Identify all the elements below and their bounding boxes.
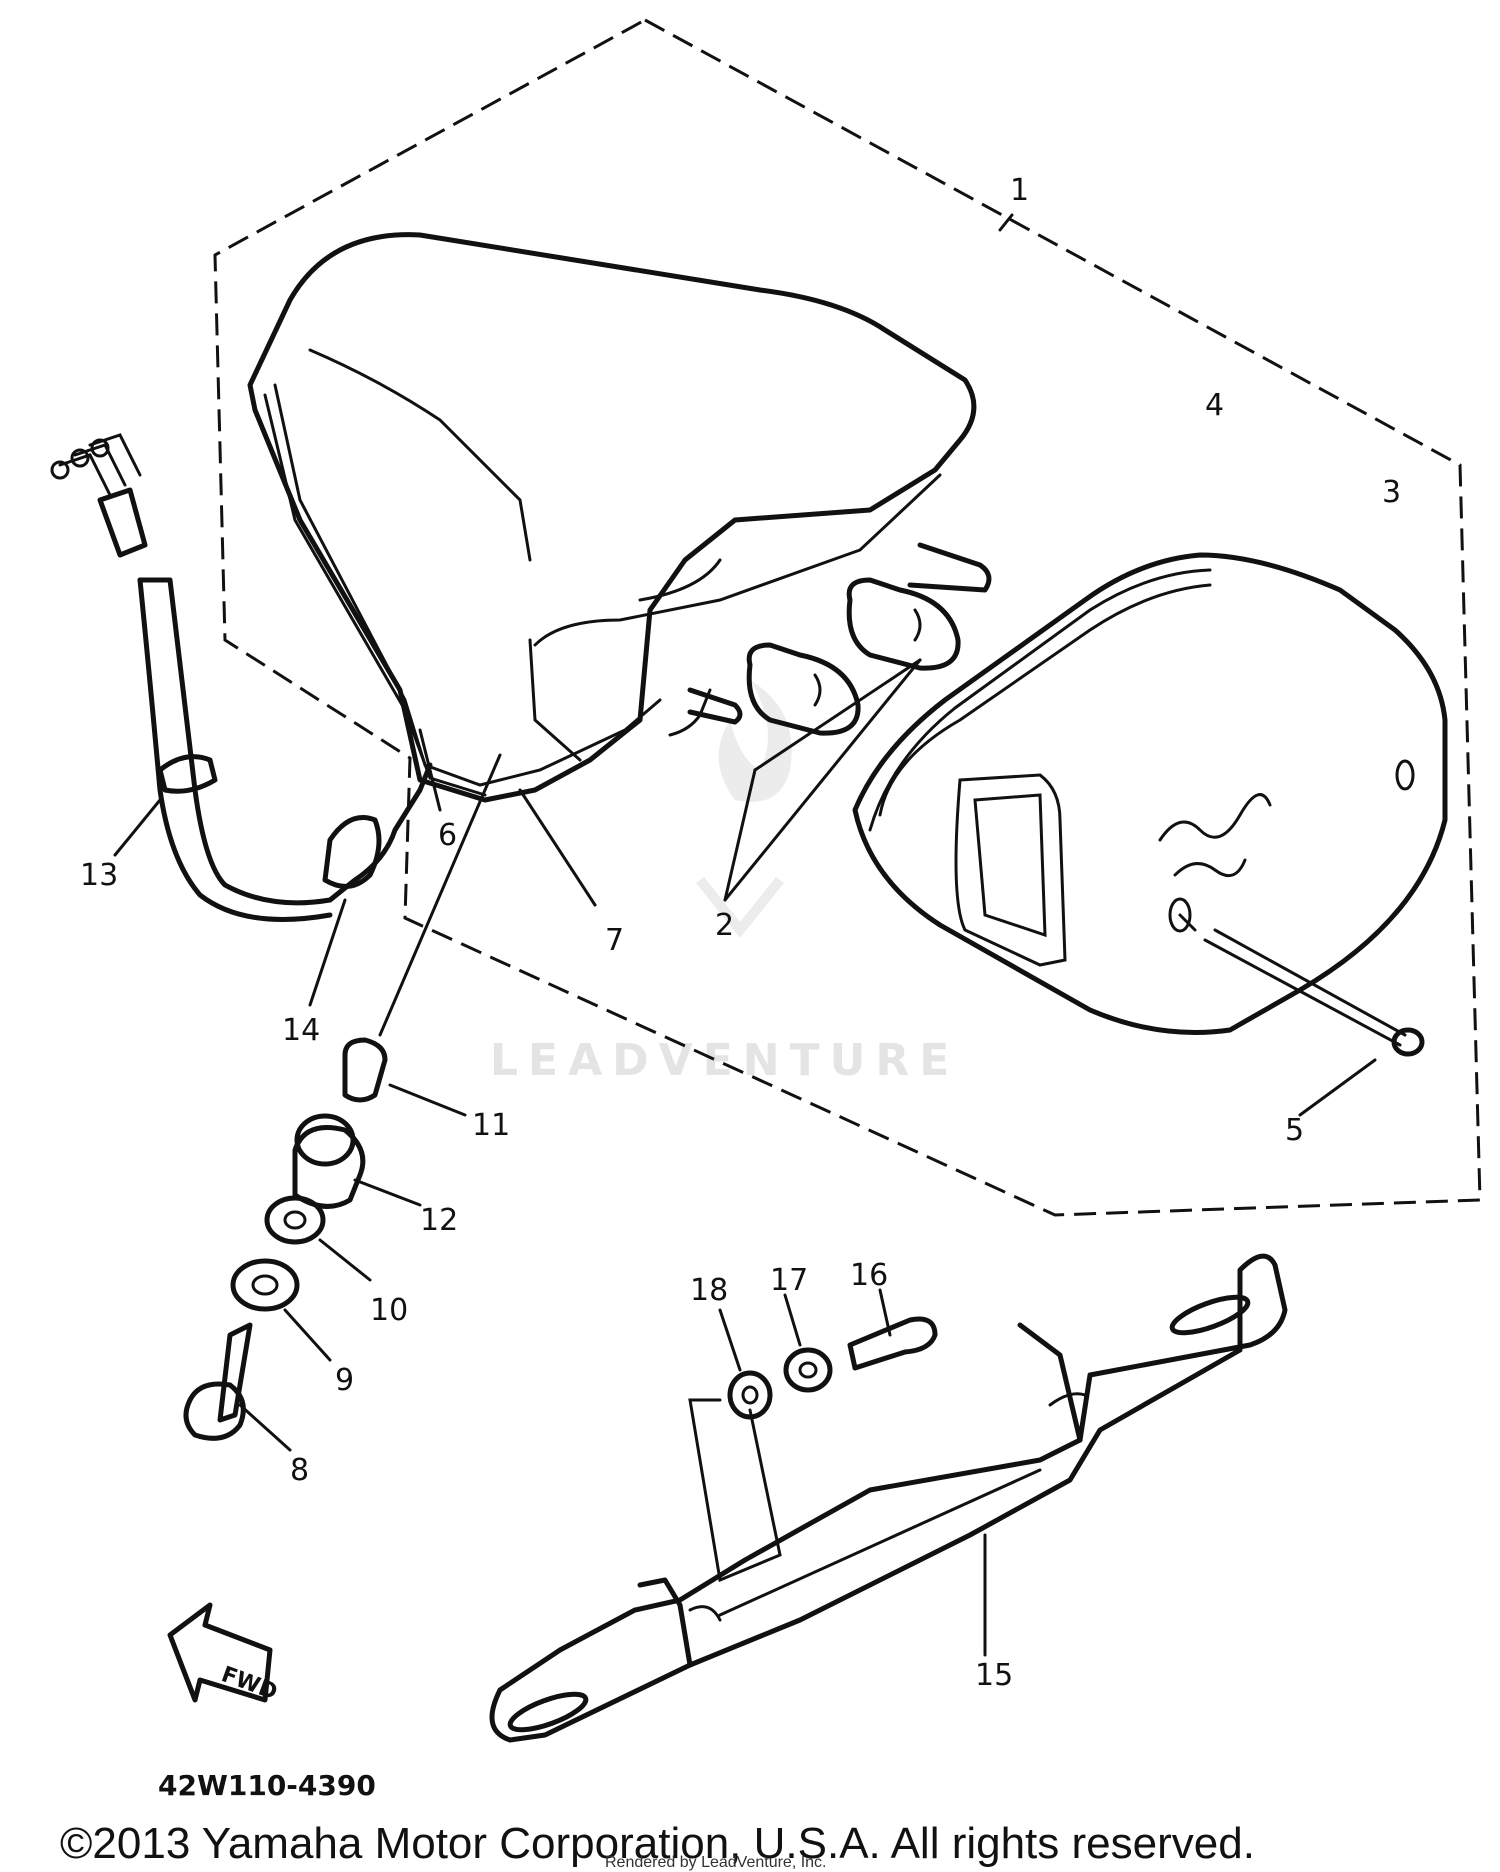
callout-7: 7 bbox=[605, 923, 624, 958]
callout-5: 5 bbox=[1285, 1113, 1304, 1148]
tail-light-housing bbox=[247, 232, 992, 803]
rendered-by-note: Rendered by LeadVenture, Inc. bbox=[605, 1854, 827, 1871]
license-bracket bbox=[489, 1253, 1288, 1743]
copyright-notice: ©2013 Yamaha Motor Corporation, U.S.A. A… bbox=[60, 1819, 1255, 1868]
callout-6: 6 bbox=[438, 818, 457, 853]
callout-17: 17 bbox=[770, 1263, 808, 1298]
watermark: LEADVENTURE bbox=[490, 680, 959, 1086]
bulbs bbox=[723, 577, 961, 902]
diagram-code: 42W110-4390 bbox=[158, 1769, 376, 1802]
callout-18: 18 bbox=[690, 1273, 728, 1308]
callout-15: 15 bbox=[975, 1658, 1013, 1693]
leader-1 bbox=[998, 213, 1014, 232]
callout-4: 4 bbox=[1205, 388, 1224, 423]
callout-3: 3 bbox=[1382, 475, 1401, 510]
wire-harness bbox=[50, 433, 597, 1007]
callout-2: 2 bbox=[715, 908, 734, 943]
callout-1: 1 bbox=[1010, 173, 1029, 208]
callout-14: 14 bbox=[282, 1013, 320, 1048]
screw-5 bbox=[1178, 913, 1425, 1117]
callout-10: 10 bbox=[370, 1293, 408, 1328]
lens-and-gasket bbox=[852, 552, 1448, 1035]
callout-13: 13 bbox=[80, 858, 118, 893]
watermark-text: LEADVENTURE bbox=[490, 1035, 959, 1086]
fwd-label: FWD bbox=[218, 1662, 281, 1705]
callout-11: 11 bbox=[472, 1108, 510, 1143]
callout-8: 8 bbox=[290, 1453, 309, 1488]
fastener-stack bbox=[183, 753, 502, 1452]
callouts: 1 2 3 4 5 6 7 8 9 10 11 12 13 14 15 16 1… bbox=[80, 173, 1401, 1693]
callout-16: 16 bbox=[850, 1258, 888, 1293]
fwd-direction-marker: FWD bbox=[167, 1602, 281, 1705]
callout-12: 12 bbox=[420, 1203, 458, 1238]
assembly-boundary bbox=[213, 18, 1482, 1217]
callout-9: 9 bbox=[335, 1363, 354, 1398]
